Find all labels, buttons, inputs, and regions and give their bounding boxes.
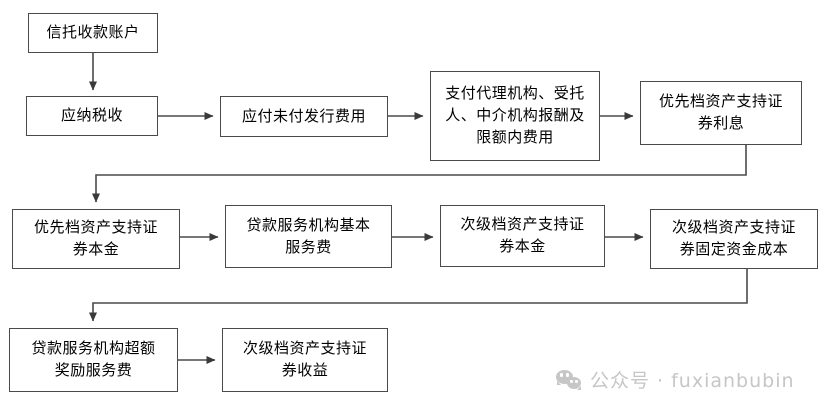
node-unpaid-issuance-fees[interactable]: 应付未付发行费用 bbox=[220, 96, 388, 137]
node-senior-abs-interest[interactable]: 优先档资产支持证 券利息 bbox=[640, 81, 802, 145]
watermark: 公众号 · fuxianbubin bbox=[556, 366, 795, 393]
node-subordinate-abs-return[interactable]: 次级档资产支持证 券收益 bbox=[222, 328, 388, 392]
node-senior-abs-principal[interactable]: 优先档资产支持证 券本金 bbox=[12, 209, 180, 269]
wechat-icon bbox=[556, 369, 582, 391]
node-loan-servicer-excess-incentive-fee[interactable]: 贷款服务机构超额 奖励服务费 bbox=[9, 328, 178, 392]
node-subordinate-abs-fixed-funding-cost[interactable]: 次级档资产支持证 券固定资金成本 bbox=[650, 209, 818, 269]
node-loan-servicer-base-fee[interactable]: 贷款服务机构基本 服务费 bbox=[225, 205, 392, 268]
node-agent-trustee-intermediary-fees[interactable]: 支付代理机构、受托 人、中介机构报酬及 限额内费用 bbox=[430, 71, 600, 161]
connector-n5-n6 bbox=[92, 145, 747, 203]
connector-n9-n10 bbox=[89, 269, 748, 322]
node-trust-collection-account[interactable]: 信托收款账户 bbox=[28, 13, 158, 53]
node-subordinate-abs-principal[interactable]: 次级档资产支持证 券本金 bbox=[440, 205, 605, 267]
node-taxes-payable[interactable]: 应纳税收 bbox=[26, 96, 158, 136]
watermark-text: 公众号 · fuxianbubin bbox=[590, 370, 795, 392]
